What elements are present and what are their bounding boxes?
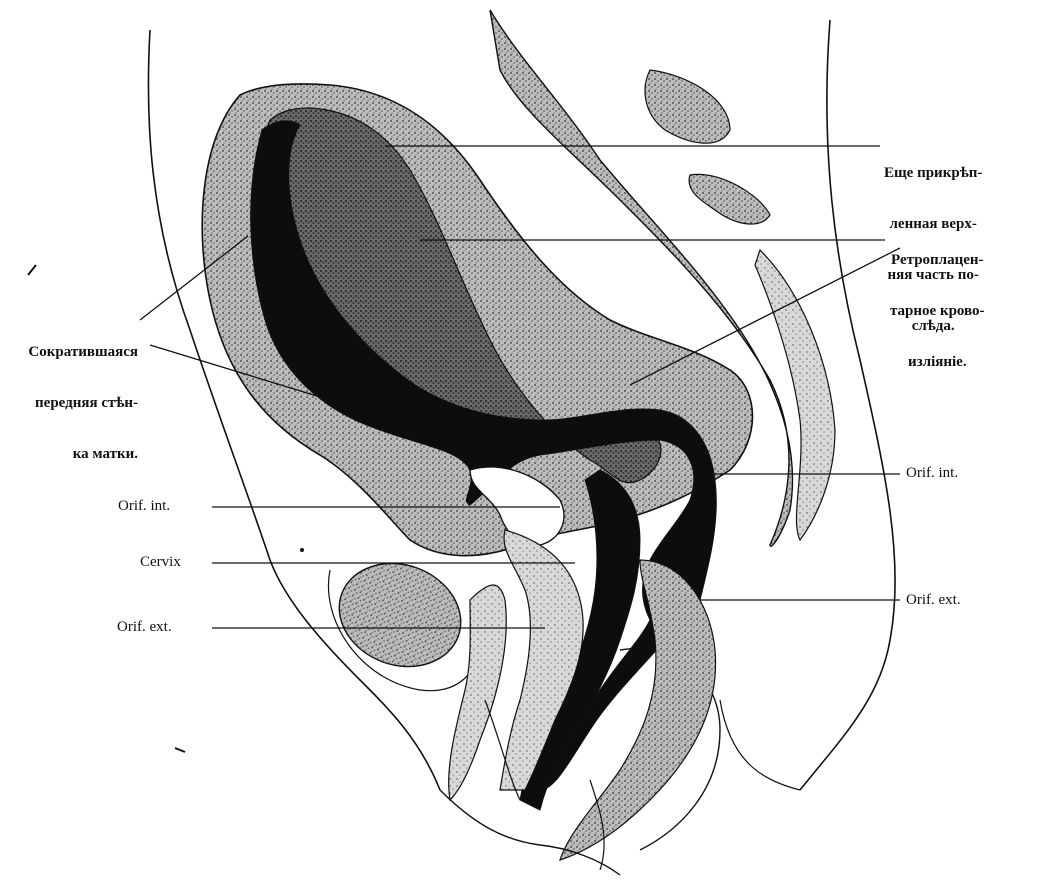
label-retroplacental: Ретроплацен- тарное крово- изліяніе. [890, 218, 985, 405]
bladder [325, 547, 476, 683]
ink-mark [175, 748, 185, 752]
label-orif-int-left: Orif. int. [118, 498, 170, 515]
sacral-vertebra-1 [645, 70, 730, 143]
ink-mark [28, 265, 36, 275]
label-cervix-left: Cervix [140, 554, 181, 571]
label-anterior-wall: Сократившаяся передняя стѣн- ка матки. [10, 310, 138, 497]
label-anterior-wall-line-2: передняя стѣн- [10, 395, 138, 412]
label-retroplacental-line-3: изліяніе. [890, 354, 985, 371]
label-placenta-attached-line-1: Еще прикрѣп- [884, 165, 982, 182]
perineum-outline [720, 700, 800, 790]
sacral-vertebra-2 [689, 174, 770, 224]
label-orif-ext-right: Orif. ext. [906, 592, 961, 609]
label-retroplacental-line-2: тарное крово- [890, 303, 985, 320]
coccyx [755, 250, 835, 540]
label-orif-int-right: Orif. int. [906, 465, 958, 482]
label-retroplacental-line-1: Ретроплацен- [890, 252, 985, 269]
ink-dot [300, 548, 304, 552]
label-anterior-wall-line-3: ка матки. [10, 446, 138, 463]
label-anterior-wall-line-1: Сократившаяся [10, 344, 138, 361]
label-orif-ext-left: Orif. ext. [117, 619, 172, 636]
